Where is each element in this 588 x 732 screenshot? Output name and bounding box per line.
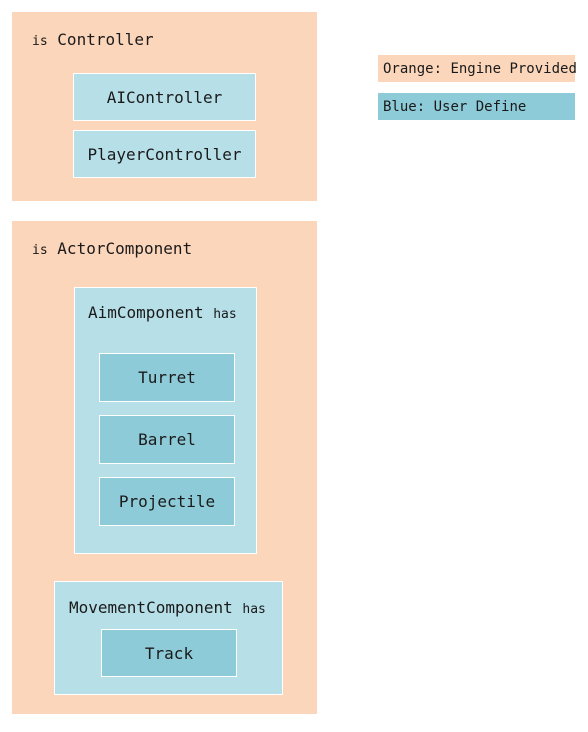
legend-orange-value: Engine Provided xyxy=(450,60,577,77)
actor-component-group-title: is ActorComponent xyxy=(32,239,192,258)
track-box: Track xyxy=(101,629,237,677)
turret-box: Turret xyxy=(99,353,235,402)
legend-blue-key: Blue: xyxy=(383,98,426,115)
has-label: has xyxy=(213,307,237,322)
controller-group-title: is Controller xyxy=(32,30,154,49)
ai-controller-box: AIController xyxy=(73,73,256,121)
aim-component-name: AimComponent xyxy=(88,303,204,322)
has-label: has xyxy=(242,602,266,617)
movement-component-name: MovementComponent xyxy=(69,598,233,617)
legend-blue-value: User Define xyxy=(433,98,527,115)
legend-orange-key: Orange: xyxy=(383,60,443,77)
player-controller-box: PlayerController xyxy=(73,130,256,178)
actor-component-name: ActorComponent xyxy=(57,239,193,258)
is-prefix: is xyxy=(32,243,48,258)
legend-orange: Orange: Engine Provided xyxy=(378,55,577,82)
aim-component-title: AimComponent has xyxy=(88,303,237,322)
is-prefix: is xyxy=(32,34,48,49)
barrel-box: Barrel xyxy=(99,415,235,464)
controller-name: Controller xyxy=(57,30,154,49)
movement-component-title: MovementComponent has xyxy=(69,598,266,617)
projectile-box: Projectile xyxy=(99,477,235,526)
legend-blue: Blue: User Define xyxy=(378,93,575,120)
